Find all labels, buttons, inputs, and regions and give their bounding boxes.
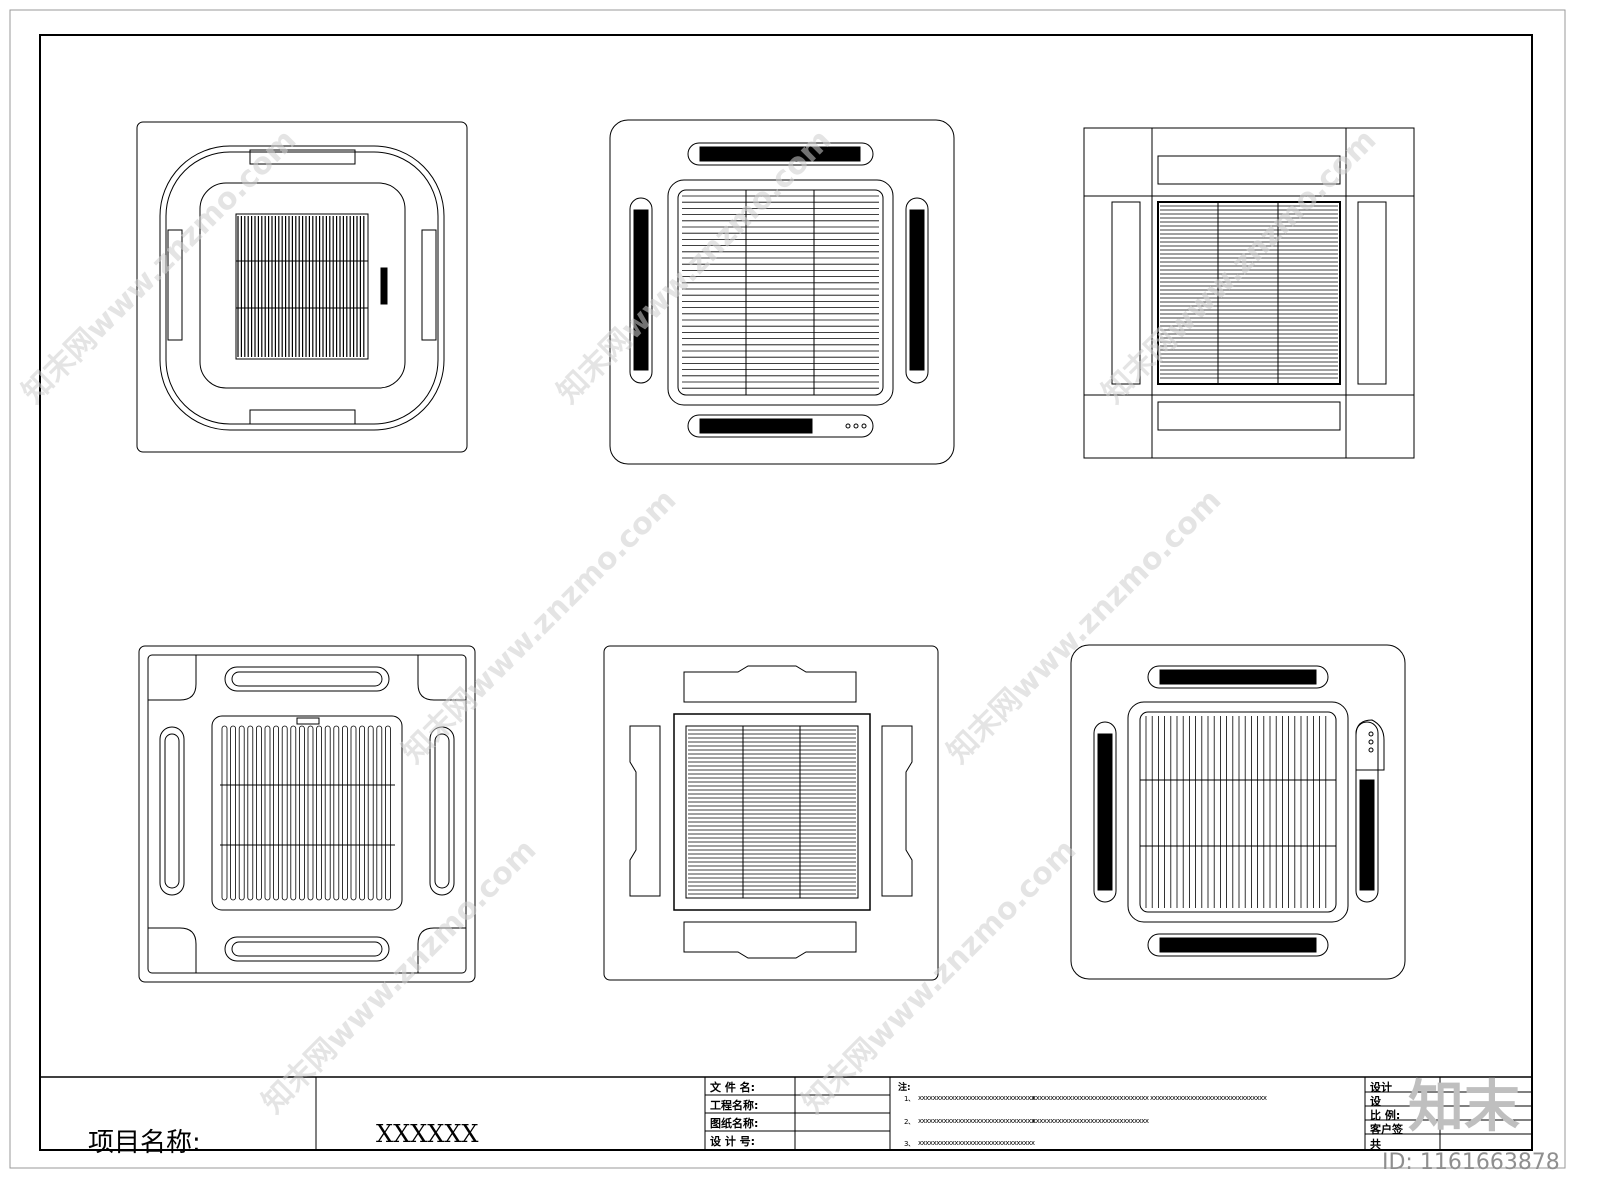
drawing-name-label: 图纸名称: <box>710 1117 759 1130</box>
unit-2-plan <box>609 119 955 465</box>
grille-slat <box>333 725 340 901</box>
unit-4-grille-slats <box>221 725 391 901</box>
grille-slat <box>238 725 245 901</box>
grille-slat <box>281 725 288 901</box>
design-label: 设 <box>1370 1095 1381 1108</box>
unit-4-plan <box>138 645 476 983</box>
outer-frame <box>9 9 1566 1169</box>
grille-slat <box>247 725 254 901</box>
unit-6-grille-slats <box>1145 716 1327 908</box>
note-1-text-a: xxxxxxxxxxxxxxxxxxxxxxxxxxxxxxxx <box>918 1094 1035 1102</box>
note-1-text-b: xxxxxxxxxxxxxxxxxxxxxxxxxxxxxxxx <box>1032 1094 1149 1102</box>
unit-5-grille-slats <box>688 729 856 895</box>
project-name-value: XXXXXX <box>376 1120 479 1148</box>
grille-slat <box>350 725 357 901</box>
notes-label: 注: <box>898 1083 911 1093</box>
inner-frame <box>39 34 1533 1151</box>
project-name-label: 项目名称: <box>88 1128 201 1158</box>
grille-slat <box>230 725 237 901</box>
grille-slat <box>273 725 280 901</box>
client-signature-label: 客户签 <box>1370 1123 1403 1136</box>
unit-1-grille-slats <box>237 216 365 357</box>
grille-slat <box>307 725 314 901</box>
note-2-text-a: xxxxxxxxxxxxxxxxxxxxxxxxxxxxxxxx <box>918 1117 1035 1125</box>
grille-slat <box>324 725 331 901</box>
grille-slat <box>255 725 262 901</box>
grille-slat <box>384 725 391 901</box>
grille-slat <box>316 725 323 901</box>
title-block-lines <box>40 1076 1532 1150</box>
grille-slat <box>367 725 374 901</box>
brand-logo: 知末 <box>1408 1075 1520 1140</box>
grille-slat <box>359 725 366 901</box>
grille-slat <box>341 725 348 901</box>
note-2-text-b: xxxxxxxxxxxxxxxxxxxxxxxxxxxxxxxx <box>1032 1117 1149 1125</box>
unit-3-plan <box>1083 127 1415 459</box>
unit-5-plan <box>603 645 939 981</box>
grille-slat <box>221 725 228 901</box>
design-number-label: 设 计 号: <box>710 1135 756 1148</box>
scale-label: 比 例: <box>1370 1109 1401 1122</box>
note-2-number: 2、 <box>904 1118 915 1126</box>
note-3-number: 3、 <box>904 1140 915 1148</box>
engineering-name-label: 工程名称: <box>710 1099 759 1112</box>
note-1-text-c: xxxxxxxxxxxxxxxxxxxxxxxxxxxxxxxx <box>1150 1094 1267 1102</box>
grille-slat <box>290 725 297 901</box>
image-id: ID: 1161663878 <box>1382 1150 1560 1175</box>
unit-3-grille-slats <box>1160 205 1338 379</box>
note-1-number: 1、 <box>904 1095 915 1103</box>
grille-slat <box>298 725 305 901</box>
unit-2-grille-slats <box>682 195 879 389</box>
unit-6-plan <box>1070 644 1406 980</box>
note-3-text-a: xxxxxxxxxxxxxxxxxxxxxxxxxxxxxxxx <box>918 1139 1035 1147</box>
file-name-label: 文 件 名: <box>710 1081 756 1094</box>
total-sheets-label: 共 <box>1370 1138 1381 1151</box>
grille-slat <box>264 725 271 901</box>
grille-slat <box>376 725 383 901</box>
designer-label: 设计 <box>1370 1081 1392 1094</box>
